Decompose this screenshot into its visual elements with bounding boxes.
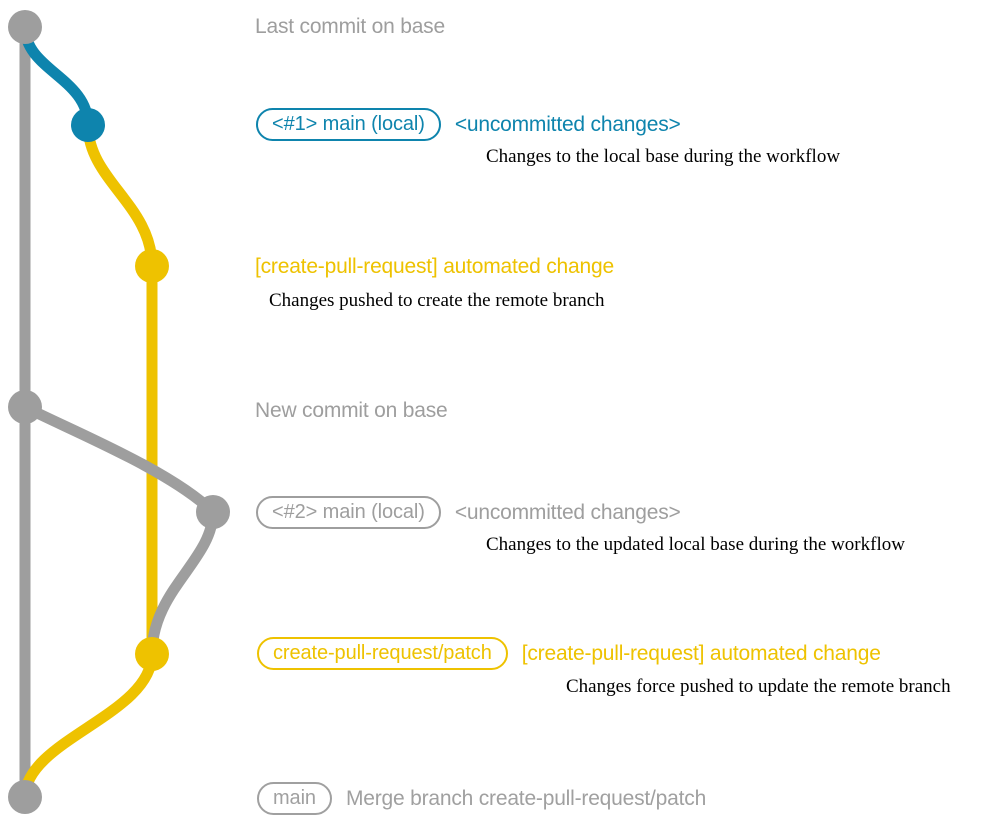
commit-node-local-1[interactable] [71,108,105,142]
label-merge-commit-message: Merge branch create-pull-request/patch [345,787,707,810]
branch-line-local-1 [19,21,94,131]
commit-node-base-top[interactable] [8,10,42,44]
label-last-commit-on-base: Last commit on base [255,15,445,38]
label-new-commit-on-base: New commit on base [255,399,448,422]
branch-line-patch [82,119,158,660]
git-graph [8,10,230,814]
label-uncommitted-changes-1: <uncommitted changes> [454,113,681,136]
label-automated-change-1: [create-pull-request] automated change [255,255,614,278]
merge-line-patch-to-base [19,648,158,803]
branch-line-local-2 [19,401,219,660]
branch-badge-main-local-2[interactable]: <#2> main (local) [256,496,441,529]
row-local-commit-2: <#2> main (local) <uncommitted changes> [256,496,681,529]
commit-node-base-merge[interactable] [8,780,42,814]
description-local-commit-2: Changes to the updated local base during… [486,534,905,555]
description-automated-change-1: Changes pushed to create the remote bran… [269,290,605,311]
commit-node-base-new[interactable] [8,390,42,424]
description-automated-change-2: Changes force pushed to update the remot… [566,676,951,697]
row-automated-change-2: create-pull-request/patch [create-pull-r… [257,637,881,670]
branch-badge-main[interactable]: main [257,782,332,815]
commit-node-patch-2[interactable] [135,637,169,671]
branch-badge-create-pull-request-patch[interactable]: create-pull-request/patch [257,637,508,670]
commit-node-patch-1[interactable] [135,249,169,283]
branch-badge-main-local-1[interactable]: <#1> main (local) [256,108,441,141]
label-uncommitted-changes-2: <uncommitted changes> [454,501,681,524]
description-local-commit-1: Changes to the local base during the wor… [486,146,841,167]
label-automated-change-2: [create-pull-request] automated change [521,642,881,665]
commit-node-local-2[interactable] [196,495,230,529]
row-merge-commit: main Merge branch create-pull-request/pa… [257,782,706,815]
row-local-commit-1: <#1> main (local) <uncommitted changes> [256,108,681,141]
